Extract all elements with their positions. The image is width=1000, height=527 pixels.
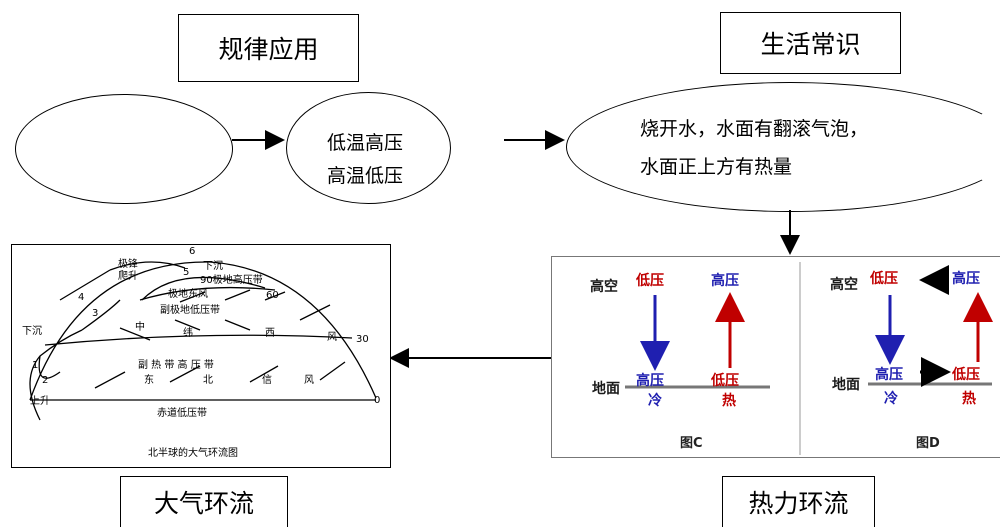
label-xin: 信 (262, 374, 272, 386)
fig-c-caption: 图C (680, 436, 703, 451)
label-polar-front: 极锋 (118, 257, 138, 270)
label-mid: 中 (135, 320, 145, 333)
d-top-low-label: 低压 (870, 271, 898, 287)
c-bottom-low-label: 低压 (711, 373, 739, 389)
lat-30-line (44, 334, 353, 346)
life-text-line1: 烧开水，水面有翻滚气泡， (640, 118, 869, 140)
life-text-line2: 水面正上方有热量 (640, 156, 793, 178)
label-xi: 西 (265, 328, 275, 339)
label-subtrop: 副 热 带 高 压 带 (138, 358, 214, 371)
d-high-air-label: 高空 (830, 277, 858, 293)
label-feng: 风 (327, 331, 337, 343)
pressure-text-line1: 低温高压 (327, 132, 404, 154)
lat-30: 30 (356, 334, 369, 345)
life-knowledge-title: 生活常识 (720, 12, 901, 74)
d-hot-label: 热 (962, 391, 976, 407)
label-polar-high: 90极地高压带 (200, 273, 263, 286)
c-top-low-label: 低压 (636, 273, 664, 289)
rule-application-title: 规律应用 (178, 14, 359, 82)
lat-60-line (139, 286, 276, 301)
label-subpolar-low: 副极地低压带 (160, 303, 220, 316)
label-sink-left: 下沉 (22, 324, 42, 337)
lat-0: 0 (374, 395, 380, 406)
num-6: 6 (189, 246, 195, 257)
lat-60: 60 (266, 290, 279, 301)
d-bottom-low-label: 低压 (952, 367, 980, 383)
num-2: 2 (42, 375, 48, 386)
life-ellipse (566, 82, 1000, 212)
pressure-ellipse (286, 92, 451, 204)
c-cold-label: 冷 (648, 393, 662, 409)
d-top-high-label: 高压 (952, 271, 980, 287)
c-bottom-high-label: 高压 (636, 373, 664, 389)
num-3: 3 (92, 308, 98, 319)
label-sink-top: 下沉 (203, 259, 223, 272)
atmospheric-circulation-panel (11, 244, 391, 468)
c-hot-label: 热 (722, 393, 736, 409)
label-equator-low: 赤道低压带 (157, 406, 207, 419)
outer-arc (29, 261, 377, 401)
num-5: 5 (183, 267, 189, 278)
label-rise: 上升 (30, 395, 50, 407)
thermal-circulation-title: 热力环流 (722, 476, 875, 527)
d-cold-label: 冷 (884, 391, 898, 407)
c-ground-label: 地面 (592, 381, 620, 397)
label-dong: 东 (144, 373, 154, 386)
c-high-air-label: 高空 (590, 279, 618, 295)
fig-d-caption: 图D (916, 436, 940, 451)
atmospheric-circulation-title: 大气环流 (120, 476, 288, 527)
d-bottom-high-label: 高压 (875, 367, 903, 383)
d-ground-label: 地面 (832, 377, 860, 393)
label-feng2: 风 (304, 374, 314, 386)
empty-ellipse (15, 94, 233, 204)
label-polar-east: 极地东风 (168, 287, 208, 300)
label-climb: 爬升 (118, 270, 138, 282)
pressure-text-line2: 高温低压 (327, 165, 404, 187)
num-1: 1 (32, 360, 38, 371)
label-caption: 北半球的大气环流图 (148, 446, 238, 459)
c-top-high-label: 高压 (711, 273, 739, 289)
label-bei: 北 (203, 374, 213, 386)
num-4: 4 (78, 292, 84, 303)
label-wei: 纬 (183, 326, 193, 339)
polar-cell (141, 276, 266, 301)
